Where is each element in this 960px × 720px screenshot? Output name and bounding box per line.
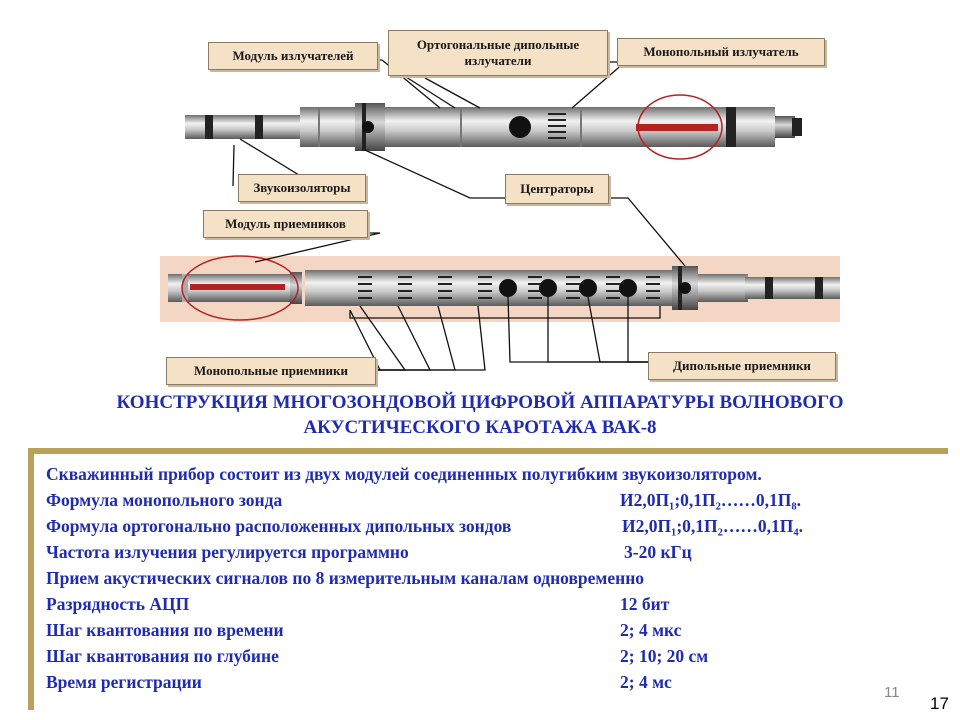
dipole-receiver-ports — [499, 279, 637, 297]
panel-top-border — [28, 448, 948, 454]
housing-joint — [580, 107, 582, 147]
spec-row: Время регистрации — [46, 672, 202, 692]
monopole-emitter-element — [636, 124, 718, 131]
emitter-slots — [548, 113, 566, 139]
spec-value: 3-20 кГц — [624, 542, 692, 562]
sound-isolator-ring — [255, 115, 263, 139]
sound-isolator-ring — [765, 277, 773, 299]
label-dipole-receivers: Дипольные приемники — [648, 352, 836, 380]
sound-isolator-ring — [205, 115, 213, 139]
tool-diagram — [160, 59, 840, 371]
housing-joint — [318, 107, 320, 147]
spec-row: Скважинный прибор состоит из двух модуле… — [46, 464, 762, 484]
spec-value: 12 бит — [620, 594, 670, 614]
label-centralizers: Центраторы — [505, 174, 609, 204]
page-title-line2: АКУСТИЧЕСКОГО КАРОТАЖА ВАК-8 — [303, 417, 657, 438]
housing-joint — [182, 274, 188, 302]
spec-value: 2; 10; 20 см — [620, 646, 709, 666]
monopole-emitter-element — [190, 284, 285, 290]
spec-row: Формула ортогонально расположенных дипол… — [46, 516, 512, 536]
label-orthogonal-dipole-emitters: Ортогональные дипольные излучатели — [388, 30, 608, 76]
receiver-port — [679, 282, 691, 294]
spec-row: Формула монопольного зонда — [46, 490, 283, 510]
upper-end-ring — [726, 107, 736, 147]
flex-joint — [290, 272, 302, 304]
lower-housing-right — [698, 274, 748, 302]
monopole-emitter-highlight — [637, 94, 723, 160]
monopole-receiver-slots — [358, 276, 660, 299]
spec-row: Разрядность АЦП — [46, 594, 190, 614]
page-number: 17 — [930, 694, 949, 713]
upper-rod-left — [185, 115, 305, 139]
spec-row: Шаг квантования по глубине — [46, 646, 279, 666]
page-number-ghost: 11 — [884, 684, 900, 701]
label-emitters-module: Модуль излучателей — [208, 42, 378, 70]
spec-value: 2; 4 мкс — [620, 620, 682, 640]
spec-value: И2,0П₁;0,1П₂……0,1П₄. — [622, 516, 804, 536]
housing-joint — [460, 107, 462, 147]
emitter-module-tool — [185, 94, 802, 160]
dipole-emitter-port — [362, 121, 374, 133]
spec-value: 2; 4 мс — [620, 672, 672, 692]
label-monopole-emitter: Монопольный излучатель — [617, 38, 825, 66]
panel-left-border — [28, 448, 34, 710]
label-monopole-receivers: Монопольные приемники — [166, 357, 376, 385]
page-title-line1: КОНСТРУКЦИЯ МНОГОЗОНДОВОЙ ЦИФРОВОЙ АППАР… — [116, 392, 844, 413]
specs-panel: Скважинный прибор состоит из двух модуле… — [28, 448, 948, 710]
upper-end-plug — [792, 118, 802, 136]
monopole-emitter-highlight — [181, 255, 299, 321]
upper-end-cap — [775, 116, 795, 138]
label-sound-isolators: Звукоизоляторы — [238, 174, 366, 202]
sound-isolator-ring — [815, 277, 823, 299]
spec-row: Прием акустических сигналов по 8 измерит… — [46, 568, 645, 588]
label-receivers-module: Модуль приемников — [203, 210, 368, 238]
spec-row: Частота излучения регулируется программн… — [46, 542, 409, 562]
receiver-module-tool — [160, 255, 840, 322]
spec-value: И2,0П₁;0,1П₂……0,1П₈. — [620, 490, 802, 510]
dipole-emitter-port — [509, 116, 531, 138]
spec-row: Шаг квантования по времени — [46, 620, 284, 640]
lower-rod-right — [745, 277, 840, 299]
